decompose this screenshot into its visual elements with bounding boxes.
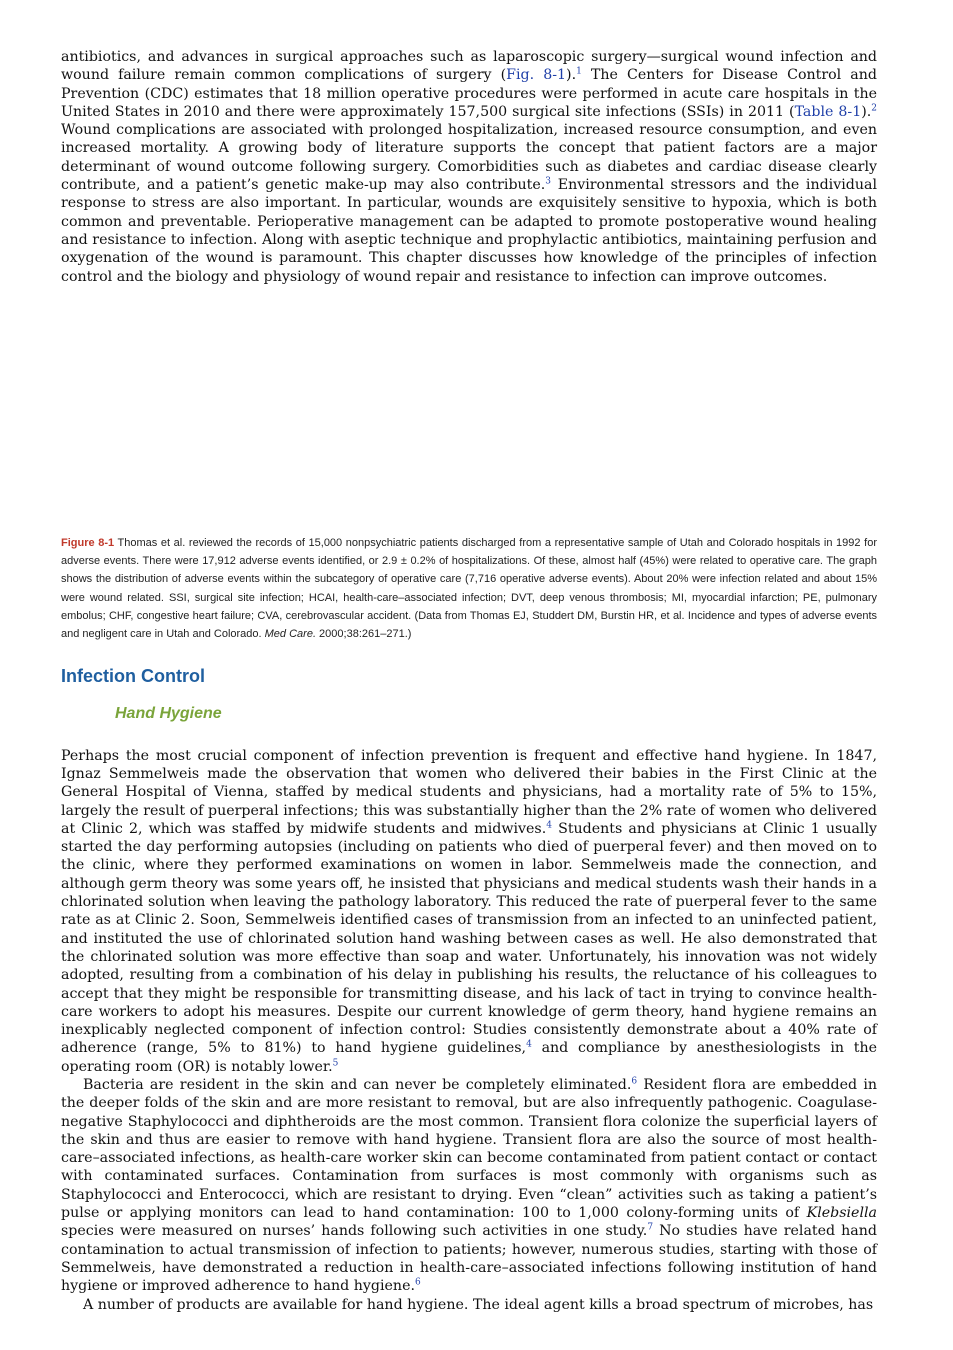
- citation-link[interactable]: 1: [576, 66, 582, 77]
- text-run: Bacteria are resident in the skin and ca…: [83, 1076, 632, 1093]
- subsection-heading: Hand Hygiene: [115, 704, 222, 722]
- citation-link[interactable]: 5: [332, 1057, 339, 1068]
- citation-link[interactable]: 4: [546, 820, 552, 831]
- text-run: antibiotics, and advances in surgical ap…: [61, 49, 877, 84]
- text-run: No studies have related hand contaminati…: [61, 1223, 877, 1295]
- text-run: ).: [566, 67, 577, 84]
- hand-hygiene-paragraph-3: A number of products are available for h…: [61, 1296, 877, 1314]
- figure-link[interactable]: Fig. 8-1: [506, 67, 567, 84]
- figure-label: Figure 8-1: [61, 536, 115, 549]
- citation-link[interactable]: 4: [526, 1039, 532, 1050]
- text-run: Wound complications are associated with …: [61, 122, 877, 194]
- hand-hygiene-paragraph-1: Perhaps the most crucial component of in…: [61, 747, 877, 1076]
- text-run: Perhaps the most crucial component of in…: [61, 747, 877, 837]
- figure-caption: Figure 8-1 Thomas et al. reviewed the re…: [61, 534, 877, 644]
- document-page: antibiotics, and advances in surgical ap…: [61, 48, 877, 1314]
- text-run: ).: [861, 103, 872, 120]
- text-run: and compliance by anesthesiologists in t…: [61, 1040, 877, 1075]
- caption-text: 2000;38:261–271.): [316, 628, 412, 641]
- citation-link[interactable]: 3: [545, 176, 552, 187]
- citation-link[interactable]: 6: [631, 1076, 638, 1087]
- figure-image-area: [61, 286, 877, 534]
- citation-link[interactable]: 6: [414, 1277, 421, 1288]
- caption-text: Thomas et al. reviewed the records of 15…: [61, 536, 877, 641]
- text-run: Resident flora are embedded in the deepe…: [61, 1076, 877, 1222]
- species-name: Klebsiella: [806, 1205, 877, 1222]
- journal-name: Med Care.: [264, 628, 316, 641]
- intro-paragraph: antibiotics, and advances in surgical ap…: [61, 48, 877, 286]
- section-heading: Infection Control: [61, 665, 205, 686]
- text-run: Environmental stressors and the individu…: [61, 177, 877, 285]
- citation-link[interactable]: 7: [647, 1222, 654, 1233]
- citation-link[interactable]: 2: [871, 103, 877, 114]
- text-run: species were measured on nurses’ hands f…: [61, 1223, 648, 1240]
- text-run: The Centers for Disease Control and Prev…: [61, 67, 877, 120]
- table-link[interactable]: Table 8-1: [794, 103, 862, 120]
- text-run: A number of products are available for h…: [83, 1296, 874, 1313]
- hand-hygiene-paragraph-2: Bacteria are resident in the skin and ca…: [61, 1076, 877, 1296]
- text-run: Students and physicians at Clinic 1 usua…: [61, 820, 877, 1057]
